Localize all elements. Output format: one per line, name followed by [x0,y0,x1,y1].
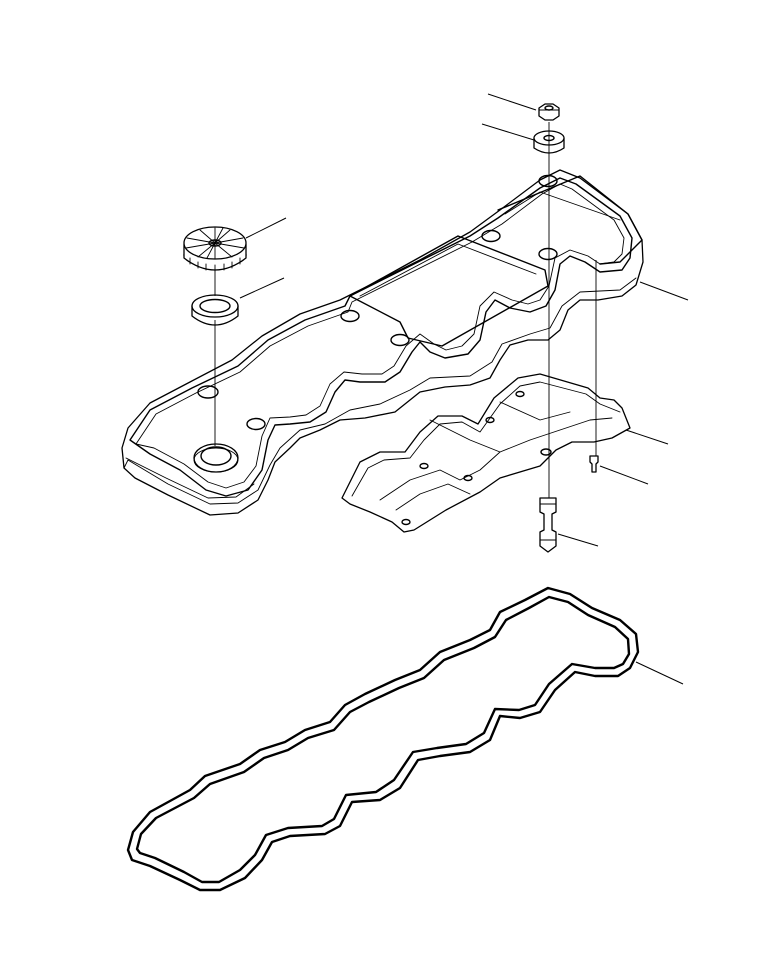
leader-gasket [635,661,684,685]
leader-baffle-plate [625,429,669,445]
oil-baffle-plate [341,373,631,533]
cover-gasket [126,586,640,892]
leader-stud [557,533,599,547]
valve-cover [121,169,644,516]
leader-screw [599,465,649,485]
leader-seal-ring [239,277,285,299]
leader-nut [487,93,537,111]
seal-ring [191,294,239,326]
stud [539,497,557,553]
leader-valve-cover [639,281,689,301]
screw [589,455,599,473]
hex-nut [538,103,560,121]
leader-lines [239,93,689,685]
assembly-axis-lines [214,122,597,498]
leader-breather-cap [245,217,287,239]
leader-washer [481,123,535,141]
breather-cap [183,226,247,272]
